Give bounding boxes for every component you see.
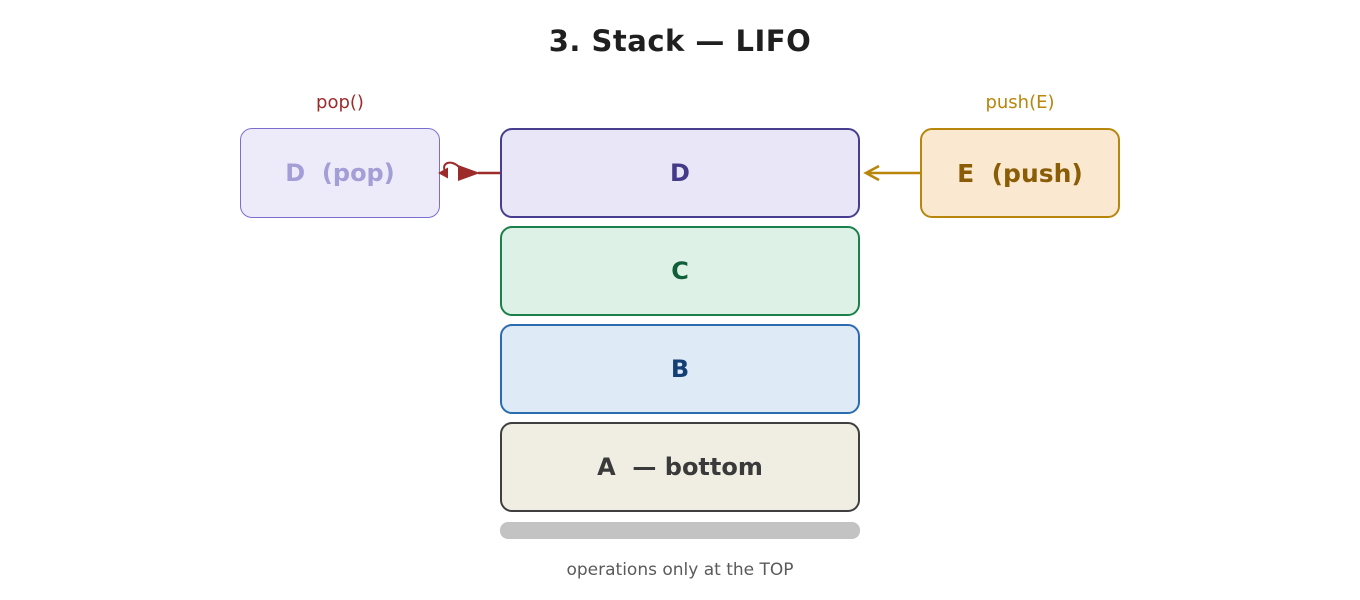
popped-item-label: D (pop) bbox=[285, 159, 395, 187]
push-arrow-icon bbox=[863, 164, 920, 182]
push-operation-label: push(E) bbox=[985, 92, 1055, 113]
footer-caption: operations only at the TOP bbox=[566, 560, 794, 580]
stack-item-c: C bbox=[500, 226, 860, 316]
stack-item-d: D bbox=[500, 128, 860, 218]
stack-item-c-label: C bbox=[671, 257, 689, 285]
stack-item-d-label: D bbox=[670, 159, 690, 187]
pushed-item-label: E (push) bbox=[957, 158, 1083, 188]
stack-item-a-label: A — bottom bbox=[597, 453, 763, 481]
page-title: 3. Stack — LIFO bbox=[548, 24, 812, 58]
stack-base-bar bbox=[500, 522, 860, 539]
popped-item-box: D (pop) bbox=[240, 128, 440, 218]
pop-operation-label: pop() bbox=[316, 92, 364, 113]
pushed-item-box: E (push) bbox=[920, 128, 1120, 218]
stack-item-a: A — bottom bbox=[500, 422, 860, 512]
pop-arrow-icon bbox=[438, 161, 500, 181]
stack-item-b: B bbox=[500, 324, 860, 414]
stack-item-b-label: B bbox=[670, 355, 690, 383]
